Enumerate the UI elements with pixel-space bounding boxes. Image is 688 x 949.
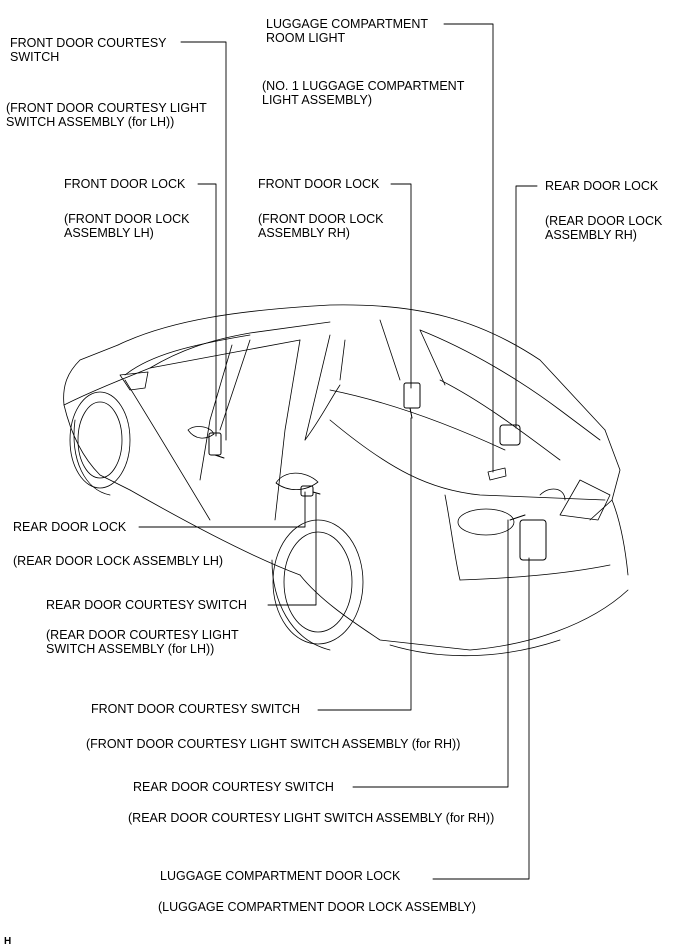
front-lock-lh-label: FRONT DOOR LOCK [64, 177, 186, 191]
rear-courtesy-rh-label: REAR DOOR COURTESY SWITCH [133, 780, 334, 794]
front-courtesy-lh-label: FRONT DOOR COURTESY SWITCH [10, 36, 167, 64]
rear-lock-lh-part: (REAR DOOR LOCK ASSEMBLY LH) [13, 554, 224, 568]
luggage-door-lock-part: (LUGGAGE COMPARTMENT DOOR LOCK ASSEMBLY) [158, 900, 476, 914]
luggage-room-light-part: (NO. 1 LUGGAGE COMPARTMENT LIGHT ASSEMBL… [262, 79, 465, 107]
front-lock-rh-label: FRONT DOOR LOCK [258, 177, 380, 191]
leader-lines [138, 23, 538, 880]
front-lock-rh-part: (FRONT DOOR LOCK ASSEMBLY RH) [258, 212, 384, 240]
rear-courtesy-rh-part: (REAR DOOR COURTESY LIGHT SWITCH ASSEMBL… [128, 811, 495, 825]
front-lock-lh-part: (FRONT DOOR LOCK ASSEMBLY LH) [64, 212, 190, 240]
luggage-door-lock-label: LUGGAGE COMPARTMENT DOOR LOCK [160, 869, 401, 883]
front-courtesy-rh-label: FRONT DOOR COURTESY SWITCH [91, 702, 301, 716]
component-parts [208, 382, 547, 561]
rear-courtesy-lh-label: REAR DOOR COURTESY SWITCH [46, 598, 247, 612]
car-body [63, 304, 629, 657]
rear-lock-rh-part: (REAR DOOR LOCK ASSEMBLY RH) [545, 214, 663, 242]
rear-lock-rh-label: REAR DOOR LOCK [545, 179, 659, 193]
figure-code: H [4, 936, 12, 947]
rear-lock-lh-label: REAR DOOR LOCK [13, 520, 127, 534]
front-courtesy-lh-part: (FRONT DOOR COURTESY LIGHT SWITCH ASSEMB… [6, 101, 207, 129]
front-courtesy-rh-part: (FRONT DOOR COURTESY LIGHT SWITCH ASSEMB… [86, 737, 461, 751]
luggage-room-light-label: LUGGAGE COMPARTMENT ROOM LIGHT [266, 17, 429, 45]
rear-courtesy-lh-part: (REAR DOOR COURTESY LIGHT SWITCH ASSEMBL… [46, 628, 239, 656]
